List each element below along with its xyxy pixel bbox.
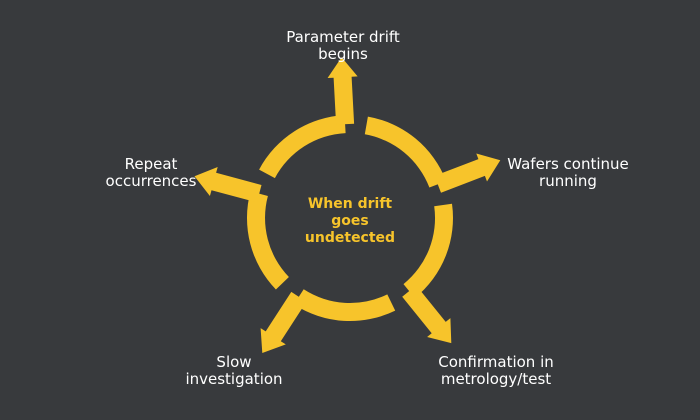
arrow-icon-wafers-continue <box>434 153 501 193</box>
center-label: When drift goes undetected <box>285 196 415 247</box>
arrow-icon-slow-investigation <box>260 291 307 353</box>
step-label-wafers-continue: Wafers continue running <box>507 155 629 190</box>
center-label-line-2: goes <box>331 213 369 229</box>
arrow-icon-parameter-drift <box>327 57 358 125</box>
cycle-arc-repeat-occurrences <box>246 191 289 290</box>
cycle-arc-slow-investigation <box>293 289 396 322</box>
cycle-arc-parameter-drift <box>259 115 346 179</box>
center-label-line-1: When drift <box>307 196 393 212</box>
cycle-arc-confirmation <box>403 203 453 298</box>
step-label-parameter-drift: Parameter drift begins <box>286 28 400 63</box>
step-label-slow-investigation: Slow investigation <box>185 353 283 388</box>
arrow-icon-repeat-occurrences <box>194 167 262 203</box>
cycle-arc-wafers-continue <box>364 116 447 188</box>
center-label-line-3: undetected <box>304 230 396 246</box>
step-label-confirmation: Confirmation in metrology/test <box>438 353 554 388</box>
cycle-segments <box>194 57 501 353</box>
step-label-repeat-occurrences: Repeat occurrences <box>105 155 197 190</box>
arrow-icon-confirmation <box>402 285 452 344</box>
